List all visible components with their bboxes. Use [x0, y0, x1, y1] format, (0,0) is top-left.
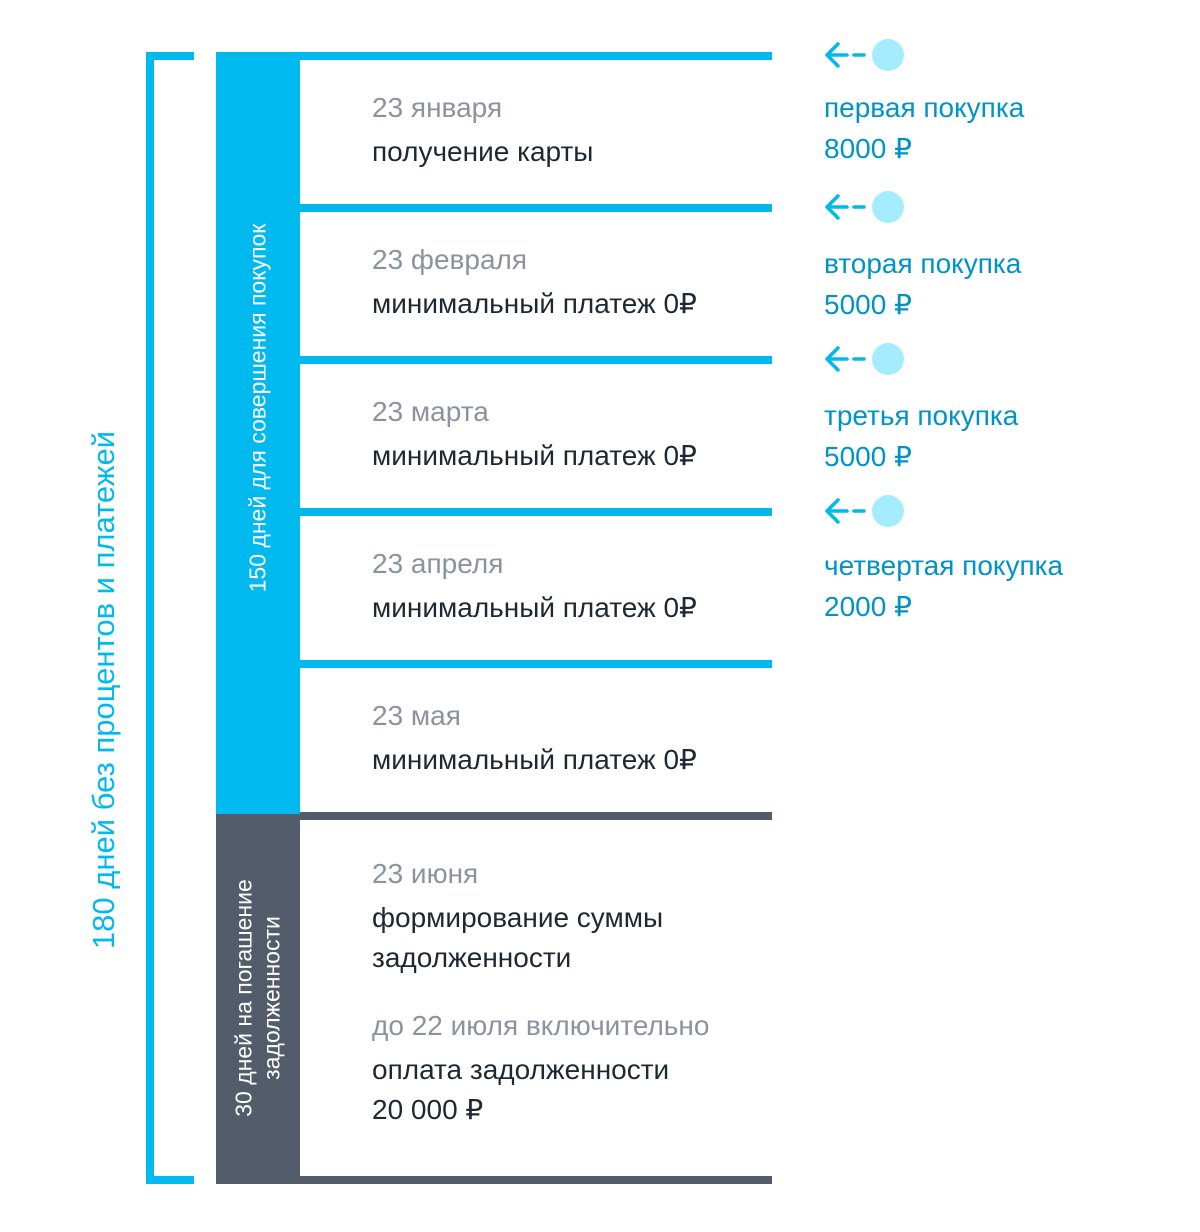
- purchase-period-column: [216, 52, 300, 814]
- dot-icon: [872, 191, 904, 223]
- purchase-name: четвертая покупка: [824, 550, 1064, 581]
- purchase-name: третья покупка: [824, 400, 1019, 431]
- dot-icon: [872, 39, 904, 71]
- purchase-name: первая покупка: [824, 92, 1025, 123]
- purchase-name: вторая покупка: [824, 248, 1022, 279]
- purchase-amount: 5000 ₽: [824, 441, 912, 472]
- row-desc: минимальный платеж 0₽: [372, 744, 697, 775]
- row-desc: получение карты: [372, 136, 594, 167]
- row-separator: [300, 508, 772, 516]
- row-separator: [300, 660, 772, 668]
- row-date: 23 февраля: [372, 244, 528, 275]
- dot-icon: [872, 343, 904, 375]
- row-date: 23 января: [372, 92, 503, 123]
- purchase-amount: 5000 ₽: [824, 289, 912, 320]
- purchase-amount: 2000 ₽: [824, 591, 912, 622]
- arrow-left-icon: [825, 39, 904, 71]
- payment-desc: оплата задолженности 20 000 ₽: [372, 1054, 670, 1125]
- repay-period-column: [216, 814, 300, 1184]
- arrow-left-icon: [825, 343, 904, 375]
- row-separator: [300, 812, 772, 820]
- total-bracket-bottom: [146, 1176, 194, 1184]
- total-period-label: 180 дней без процентов и платежей: [86, 430, 121, 950]
- debt-date: 23 июня: [372, 858, 479, 889]
- dot-icon: [872, 495, 904, 527]
- row-date: 23 мая: [372, 700, 461, 731]
- row-desc: минимальный платеж 0₽: [372, 288, 697, 319]
- repay-period-label: 30 дней на погашение задолженности: [230, 879, 284, 1117]
- debt-desc: формирование суммы задолженности: [372, 902, 664, 973]
- row-separator: [300, 356, 772, 364]
- row-desc: минимальный платеж 0₽: [372, 592, 697, 623]
- row-separator: [300, 52, 772, 60]
- row-separator: [300, 204, 772, 212]
- row-date: 23 марта: [372, 396, 489, 427]
- purchase-period-label: 150 дней для совершения покупок: [244, 223, 271, 593]
- row-date: 23 апреля: [372, 548, 504, 579]
- arrow-left-icon: [825, 495, 904, 527]
- total-bracket: [146, 52, 154, 1184]
- row-desc: минимальный платеж 0₽: [372, 440, 697, 471]
- total-bracket-top: [146, 52, 194, 60]
- purchase-amount: 8000 ₽: [824, 133, 912, 164]
- payment-deadline: до 22 июля включительно: [372, 1010, 710, 1041]
- arrow-left-icon: [825, 191, 904, 223]
- row-separator: [300, 1176, 772, 1184]
